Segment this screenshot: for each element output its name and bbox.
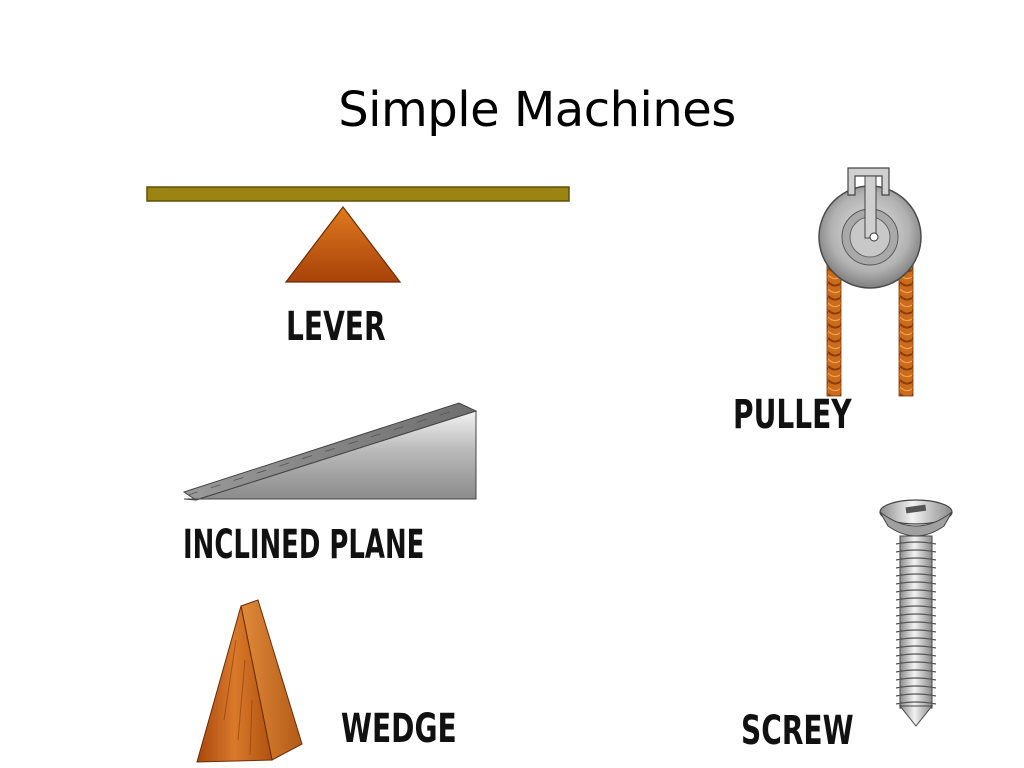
lever-label: LEVER (286, 304, 386, 350)
screw-threads (895, 541, 937, 705)
slide-title: Simple Machines (338, 82, 736, 138)
screw-label: SCREW (741, 708, 854, 754)
pulley-label: PULLEY (733, 392, 852, 438)
wedge-label: WEDGE (341, 706, 457, 752)
inclined-plane-label: INCLINED PLANE (183, 522, 425, 568)
